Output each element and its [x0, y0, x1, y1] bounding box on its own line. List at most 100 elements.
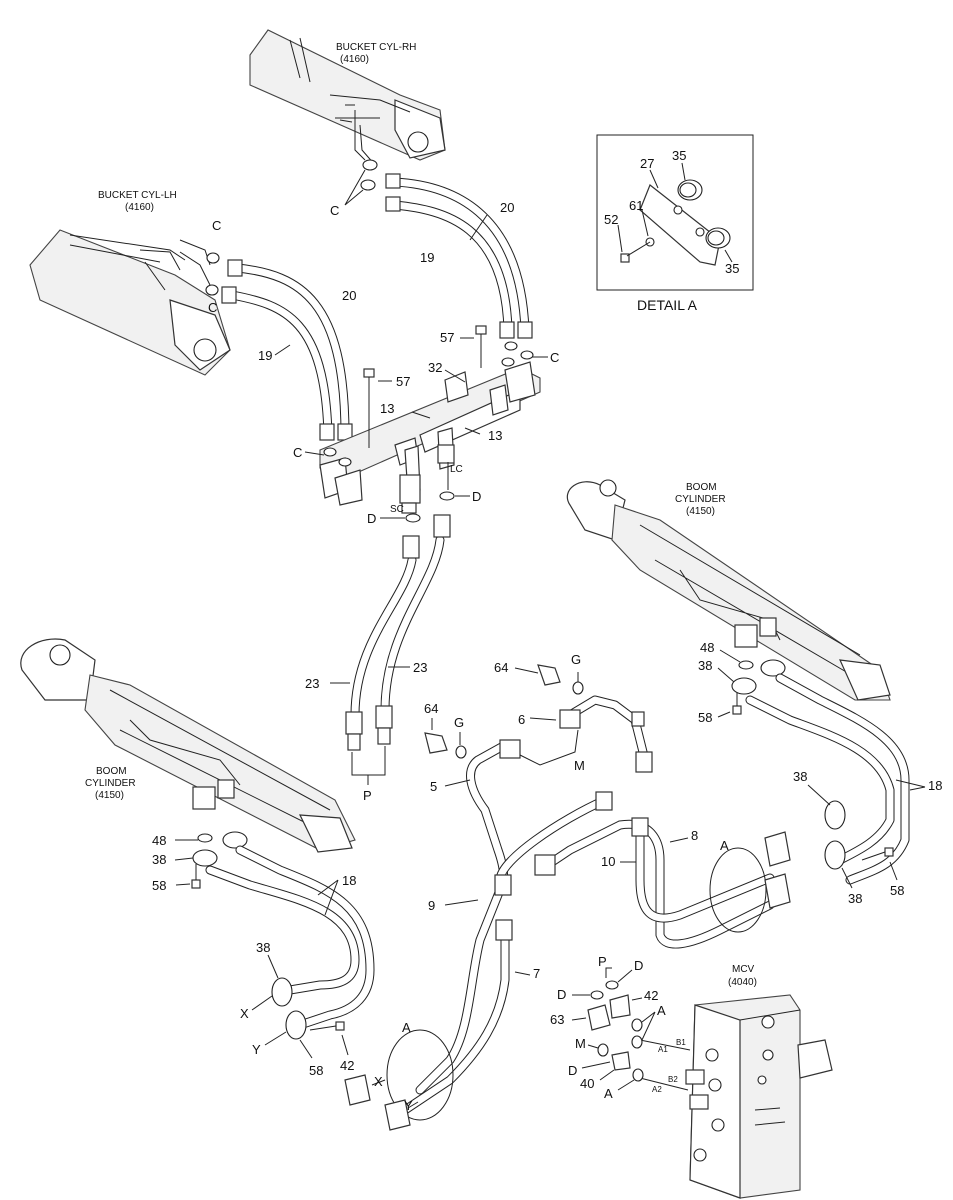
mcv-ref: (4040) [728, 977, 757, 988]
label-m: M [575, 1036, 586, 1051]
part-label: 38 [698, 658, 712, 673]
part-label: 38 [256, 940, 270, 955]
label-lc: LC [450, 464, 463, 475]
label-a: A [720, 838, 729, 853]
part-label: 19 [258, 348, 272, 363]
label-m: M [574, 758, 585, 773]
part-label: 13 [380, 401, 394, 416]
part-label: 32 [428, 360, 442, 375]
label-sc: SC [390, 504, 404, 515]
detail-part-label: 35 [725, 261, 739, 276]
part-label: 40 [580, 1076, 594, 1091]
bucket-cylinder-rh-icon [249, 29, 446, 161]
part-label: 20 [342, 288, 356, 303]
part-label: 48 [152, 833, 166, 848]
bucket-cyl-rh-label: BUCKET CYL-RH [336, 42, 416, 53]
label-y: Y [404, 1098, 413, 1113]
part-label: 58 [698, 710, 712, 725]
label-a: A [657, 1003, 666, 1018]
manifold-block-icon [319, 361, 541, 514]
part-label: 58 [152, 878, 166, 893]
part-label: 38 [152, 852, 166, 867]
part-label: 64 [424, 701, 438, 716]
bucket-cyl-rh-ref: (4160) [340, 54, 369, 65]
label-x: X [374, 1074, 383, 1089]
part-label: 8 [691, 828, 698, 843]
boom-cyl-left-line2: CYLINDER [85, 778, 136, 789]
hose-icon [221, 259, 353, 441]
boom-cyl-left-line1: BOOM [96, 766, 127, 777]
label-a: A [402, 1020, 411, 1035]
pipe-icon [205, 845, 375, 1030]
part-label: 58 [890, 883, 904, 898]
label-d: D [568, 1063, 577, 1078]
detail-part-label: 61 [629, 198, 643, 213]
part-label: 23 [305, 676, 319, 691]
label-c: C [212, 218, 221, 233]
detail-part-label: 35 [672, 148, 686, 163]
fitting-icon [424, 664, 561, 754]
detail-part-label: 27 [640, 156, 654, 171]
port-label-a1: A1 [658, 1045, 668, 1054]
part-label: 20 [500, 200, 514, 215]
fitting-icon [587, 994, 631, 1071]
part-label: 63 [550, 1012, 564, 1027]
bucket-cylinder-lh-icon [29, 229, 231, 376]
boom-cyl-right-line1: BOOM [686, 482, 717, 493]
part-label: 42 [644, 988, 658, 1003]
boom-cylinder-left-icon [20, 638, 356, 853]
mcv-label: MCV [732, 964, 755, 975]
part-label: 18 [342, 873, 356, 888]
label-y: Y [252, 1042, 261, 1057]
label-g: G [454, 715, 464, 730]
part-label: 48 [700, 640, 714, 655]
boom-cyl-left-ref: (4150) [95, 790, 124, 801]
boom-cyl-right-line2: CYLINDER [675, 494, 726, 505]
part-label: 23 [413, 660, 427, 675]
label-d: D [557, 987, 566, 1002]
part-label: 7 [533, 966, 540, 981]
part-label: 13 [488, 428, 502, 443]
part-label: 5 [430, 779, 437, 794]
boom-cyl-right-ref: (4150) [686, 506, 715, 517]
port-label-b1: B1 [676, 1038, 686, 1047]
label-p: P [363, 788, 372, 803]
part-label: 9 [428, 898, 435, 913]
label-g: G [571, 652, 581, 667]
label-c: C [208, 300, 217, 315]
flange-icon [344, 1074, 411, 1131]
pipe-icon [745, 673, 910, 885]
part-label: 38 [793, 769, 807, 784]
label-a: A [604, 1086, 613, 1101]
part-label: 57 [440, 330, 454, 345]
label-c: C [293, 445, 302, 460]
port-label-a2: A2 [652, 1085, 662, 1094]
part-label: 42 [340, 1058, 354, 1073]
part-label: 64 [494, 660, 508, 675]
part-label: 57 [396, 374, 410, 389]
hose-icon [385, 173, 533, 339]
port-label-b2: B2 [668, 1075, 678, 1084]
bucket-cyl-lh-ref: (4160) [125, 202, 154, 213]
label-p: P [598, 954, 607, 969]
part-label: 6 [518, 712, 525, 727]
boom-cylinder-right-icon [566, 479, 891, 701]
part-label: 10 [601, 854, 615, 869]
part-label: 38 [848, 891, 862, 906]
hose-icon [345, 514, 451, 751]
label-x: X [240, 1006, 249, 1021]
label-c: C [330, 203, 339, 218]
part-label: 58 [309, 1063, 323, 1078]
bolt-icon [363, 325, 487, 448]
valve-block-icon [685, 994, 833, 1199]
part-label: 19 [420, 250, 434, 265]
label-d: D [472, 489, 481, 504]
flange-icon [764, 831, 791, 909]
detail-caption: DETAIL A [637, 297, 698, 313]
label-d: D [634, 958, 643, 973]
part-label: 18 [928, 778, 942, 793]
label-c: C [550, 350, 559, 365]
label-d: D [367, 511, 376, 526]
flange-clamp-icon [620, 179, 731, 266]
